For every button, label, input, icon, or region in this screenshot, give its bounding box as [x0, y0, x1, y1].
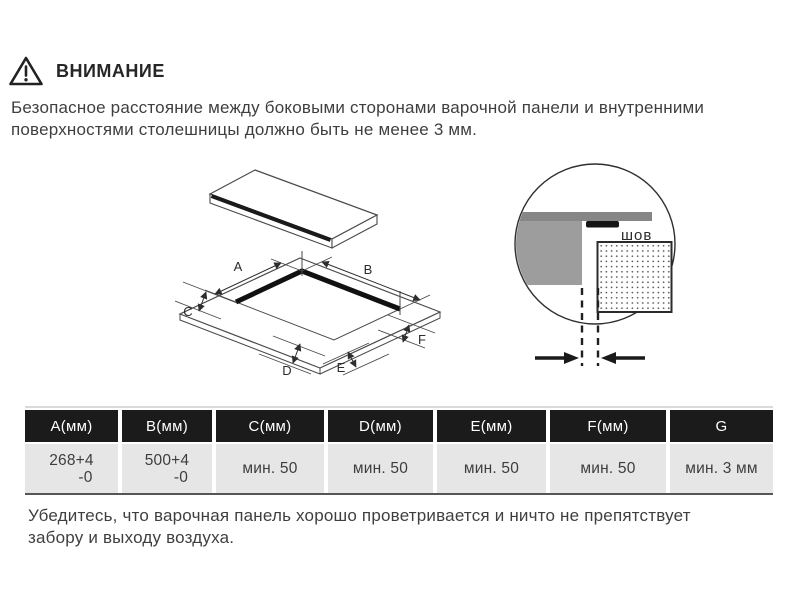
table-header-c: C(мм) [216, 410, 324, 442]
table-cell-a: 268+4 -0 [25, 444, 118, 493]
seam-gap-detail-diagram: шов [514, 163, 676, 366]
seam-bar [586, 221, 619, 228]
cooktop-slab [208, 169, 379, 249]
warning-header: ВНИМАНИЕ [8, 55, 165, 87]
warning-triangle-icon [9, 56, 43, 86]
warning-title: ВНИМАНИЕ [56, 60, 165, 81]
dimension-e-label: E [337, 360, 346, 375]
dimension-e: E [322, 342, 390, 376]
dimension-f-label: F [418, 332, 426, 347]
ventilation-note: Убедитесь, что варочная панель хорошо пр… [28, 505, 778, 549]
dimension-f: F [377, 314, 436, 349]
ventilation-note-line-2: забору и выходу воздуха. [28, 528, 235, 547]
dimensions-table: A(мм) B(мм) C(мм) D(мм) E(мм) F(мм) G 26… [25, 406, 773, 495]
table-cell-f: мин. 50 [550, 444, 666, 493]
table-header-b: B(мм) [122, 410, 212, 442]
dimension-a: A [204, 258, 303, 303]
gap-arrow-left [535, 352, 579, 364]
dimension-d: D [258, 335, 326, 378]
worktop-section [596, 241, 673, 313]
cutout-dimensions-diagram: A B C D E [175, 169, 442, 378]
table-header-f: F(мм) [550, 410, 666, 442]
countertop-cutout [178, 251, 442, 375]
table-cell-g: мин. 3 мм [670, 444, 773, 493]
dimension-d-label: D [282, 363, 291, 378]
table-header-a: A(мм) [25, 410, 118, 442]
dimension-a-label: A [234, 259, 243, 274]
table-header-d: D(мм) [328, 410, 433, 442]
table-cell-e: мин. 50 [437, 444, 546, 493]
ventilation-note-line-1: Убедитесь, что варочная панель хорошо пр… [28, 506, 691, 525]
hob-body-section [516, 221, 582, 285]
intro-paragraph: Безопасное расстояние между боковыми сто… [11, 97, 786, 141]
dimension-b-label: B [364, 262, 373, 277]
table-cell-b: 500+4 -0 [122, 444, 212, 493]
table-cell-c: мин. 50 [216, 444, 324, 493]
table-header-e: E(мм) [437, 410, 546, 442]
glass-top-section [516, 212, 652, 221]
table-cell-d: мин. 50 [328, 444, 433, 493]
seam-label: шов [621, 227, 652, 244]
table-header-g: G [670, 410, 773, 442]
gap-arrow-right [601, 352, 645, 364]
dimension-c: C [175, 281, 238, 320]
intro-line-2: поверхностями столешницы должно быть не … [11, 120, 478, 139]
dimension-b: B [301, 256, 431, 310]
intro-line-1: Безопасное расстояние между боковыми сто… [11, 98, 705, 117]
dimension-c-label: C [183, 304, 192, 319]
